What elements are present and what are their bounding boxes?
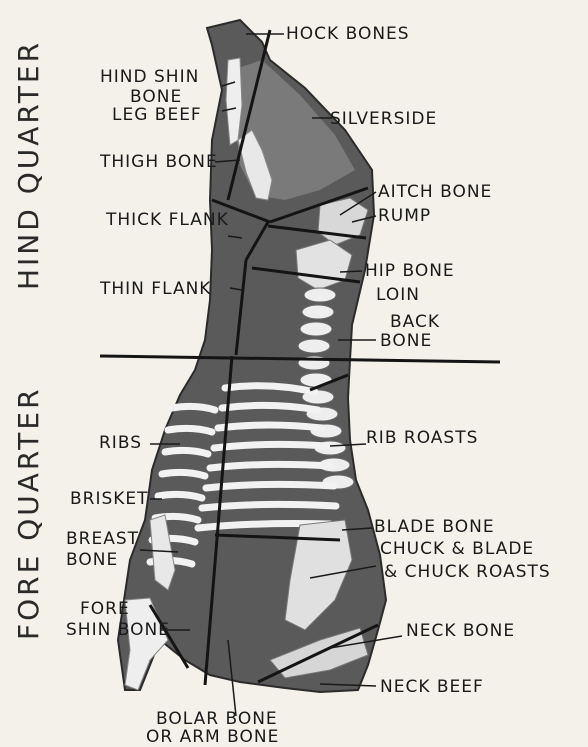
fore-quarter-side-label: FORE QUARTER [12, 386, 45, 640]
label-breast-bone-line2: BONE [66, 551, 118, 570]
label-ribs: RIBS [99, 434, 142, 453]
vertebra [300, 322, 332, 336]
label-leg-beef: LEG BEEF [112, 106, 202, 125]
label-chuck-line1: CHUCK & BLADE [380, 540, 534, 559]
vertebra [302, 305, 334, 319]
leader-line [340, 271, 362, 272]
label-neck-bone: NECK BONE [406, 622, 515, 641]
label-bolar-bone-line2: OR ARM BONE [146, 728, 279, 747]
label-aitch-bone: AITCH BONE [378, 183, 492, 202]
label-brisket: BRISKET [70, 490, 149, 509]
vertebra [300, 373, 332, 387]
rib [210, 464, 330, 468]
label-silverside: SILVERSIDE [330, 110, 437, 129]
label-rump: RUMP [378, 207, 431, 226]
label-back-bone-line2: BONE [380, 332, 432, 351]
rib [162, 472, 205, 476]
label-thin-flank: THIN FLANK [100, 280, 211, 299]
vertebra [298, 339, 330, 353]
rib [206, 484, 334, 488]
label-thick-flank: THICK FLANK [106, 211, 229, 230]
label-neck-beef: NECK BEEF [380, 678, 484, 697]
hind-quarter-side-label: HIND QUARTER [12, 40, 45, 290]
label-breast-bone-line1: BREAST [66, 530, 139, 549]
label-loin: LOIN [376, 286, 420, 305]
label-hind-shin-bone-line1: HIND SHIN [100, 68, 199, 87]
rib [218, 425, 322, 428]
rib [172, 406, 215, 410]
rib [214, 444, 326, 448]
rib [202, 504, 336, 508]
label-chuck-line2: & CHUCK ROASTS [384, 563, 551, 582]
label-fore-shin-bone-line2: SHIN BONE [66, 621, 170, 640]
rib [168, 428, 212, 432]
label-rib-roasts: RIB ROASTS [366, 429, 478, 448]
label-blade-bone: BLADE BONE [374, 518, 495, 537]
label-back-bone-line1: BACK [390, 313, 440, 332]
label-hip-bone: HIP BONE [365, 262, 455, 281]
label-thigh-bone: THIGH BONE [100, 153, 218, 172]
rib [165, 450, 208, 454]
label-fore-shin-bone-line1: FORE [80, 600, 130, 619]
rib [158, 494, 202, 498]
label-hock-bones: HOCK BONES [286, 25, 410, 44]
vertebra [304, 288, 336, 302]
